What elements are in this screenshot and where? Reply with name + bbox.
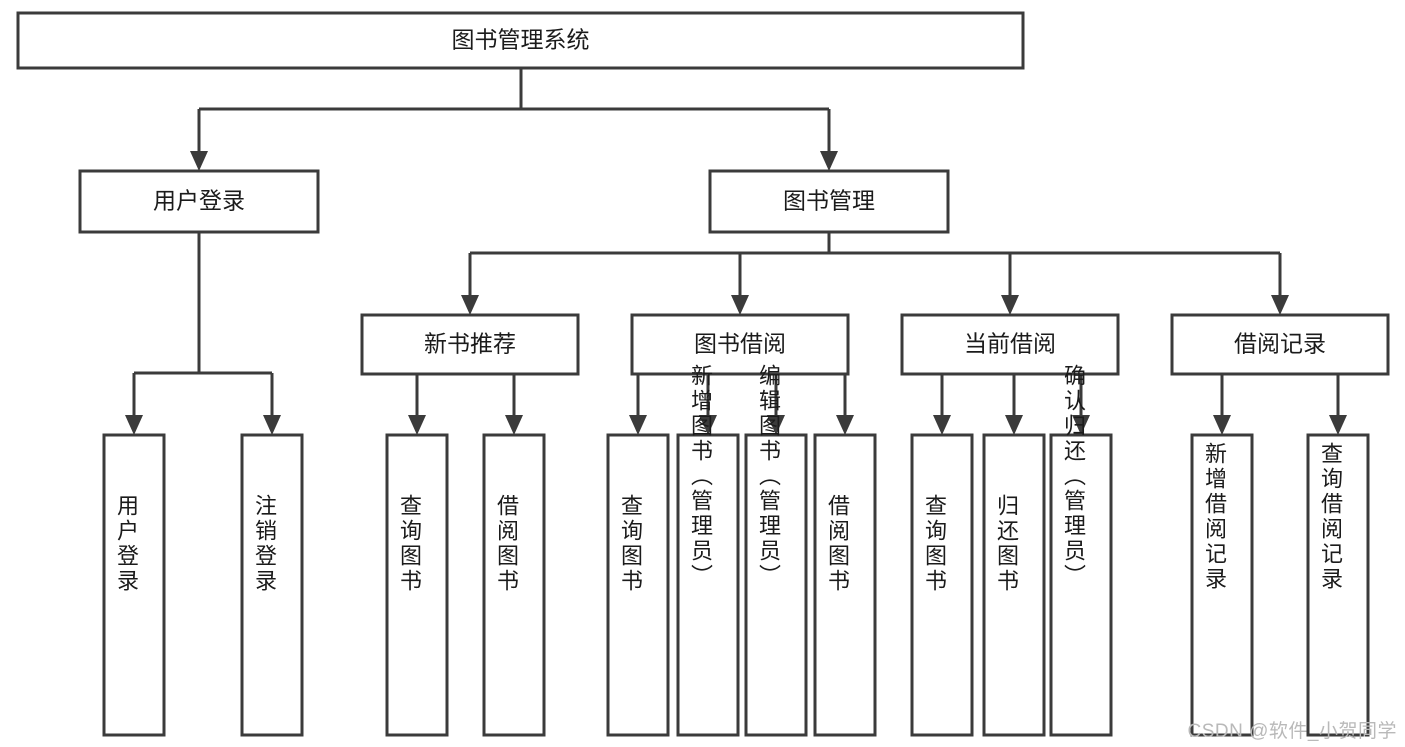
node-book-manage[interactable]: 图书管理: [708, 169, 950, 234]
node-box-leaf-query-book-current: [910, 433, 974, 737]
arrow-head-icon: [408, 415, 426, 435]
node-label-leaf-borrow-book-recommend: 借阅图书: [494, 494, 519, 594]
node-label-leaf-add-borrow-record: 新增借阅记录: [1202, 442, 1227, 592]
node-label-borrow-record: 借阅记录: [1234, 331, 1326, 357]
node-label-leaf-user-login: 用户登录: [114, 494, 139, 594]
node-label-new-book-recommend: 新书推荐: [424, 331, 516, 357]
node-box-leaf-return-book: [982, 433, 1046, 737]
node-root[interactable]: 图书管理系统: [16, 11, 1025, 70]
arrow-head-icon: [836, 415, 854, 435]
connector-group-user-login: [125, 232, 281, 435]
node-user-login[interactable]: 用户登录: [78, 169, 320, 234]
node-box-leaf-logout-login: [240, 433, 304, 737]
node-box-book-borrow: [630, 313, 850, 376]
node-leaf-borrow-book[interactable]: 借阅图书: [813, 433, 877, 737]
node-leaf-query-book-borrow[interactable]: 查询图书: [606, 433, 670, 737]
node-leaf-add-borrow-record[interactable]: 新增借阅记录: [1190, 433, 1254, 737]
node-leaf-borrow-book-recommend[interactable]: 借阅图书: [482, 433, 546, 737]
arrow-head-icon: [767, 415, 785, 435]
arrow-head-icon: [933, 415, 951, 435]
node-box-leaf-query-borrow-record: [1306, 433, 1370, 737]
arrow-head-icon: [731, 295, 749, 315]
node-label-user-login: 用户登录: [153, 188, 245, 214]
node-box-leaf-user-login: [102, 433, 166, 737]
connector-group-root: [190, 68, 838, 171]
connector-group-book-borrow: [629, 371, 854, 435]
node-label-leaf-query-book-current: 查询图书: [922, 494, 947, 594]
arrow-head-icon: [461, 295, 479, 315]
node-label-root: 图书管理系统: [452, 27, 590, 53]
node-box-current-borrow: [900, 313, 1120, 376]
arrow-head-icon: [1072, 415, 1090, 435]
arrow-head-icon: [125, 415, 143, 435]
node-label-book-manage: 图书管理: [783, 188, 875, 214]
node-label-leaf-query-book-borrow: 查询图书: [618, 494, 643, 594]
node-book-borrow[interactable]: 图书借阅: [630, 313, 850, 376]
node-label-leaf-return-book: 归还图书: [994, 494, 1019, 594]
node-borrow-record[interactable]: 借阅记录: [1170, 313, 1390, 376]
arrow-head-icon: [820, 151, 838, 171]
watermark-label: CSDN @软件_小贺同学: [1187, 721, 1397, 742]
node-leaf-confirm-return-admin[interactable]: 确认归还（管理员）: [1049, 364, 1113, 737]
node-box-leaf-edit-book-admin: [744, 433, 808, 737]
node-label-leaf-logout-login: 注销登录: [252, 494, 277, 594]
node-leaf-add-book-admin[interactable]: 新增图书（管理员）: [676, 364, 740, 737]
arrow-head-icon: [1005, 415, 1023, 435]
node-box-borrow-record: [1170, 313, 1390, 376]
arrow-head-icon: [629, 415, 647, 435]
node-current-borrow[interactable]: 当前借阅: [900, 313, 1120, 376]
node-box-leaf-borrow-book: [813, 433, 877, 737]
connector-layer: [125, 68, 1347, 435]
node-label-leaf-borrow-book: 借阅图书: [825, 494, 850, 594]
node-box-leaf-add-borrow-record: [1190, 433, 1254, 737]
arrow-head-icon: [1001, 295, 1019, 315]
node-leaf-logout-login[interactable]: 注销登录: [240, 433, 304, 737]
arrow-head-icon: [263, 415, 281, 435]
node-label-current-borrow: 当前借阅: [964, 331, 1056, 357]
node-leaf-query-book-current[interactable]: 查询图书: [910, 433, 974, 737]
node-label-leaf-edit-book-admin: 编辑图书（管理员）: [756, 364, 781, 589]
node-leaf-edit-book-admin[interactable]: 编辑图书（管理员）: [744, 364, 808, 737]
connector-group-book-manage: [461, 232, 1289, 315]
connector-group-new-book-recommend: [408, 371, 523, 435]
arrow-head-icon: [699, 415, 717, 435]
node-label-book-borrow: 图书借阅: [694, 331, 786, 357]
node-box-leaf-confirm-return-admin: [1049, 433, 1113, 737]
node-box-root: [16, 11, 1025, 70]
node-label-leaf-add-book-admin: 新增图书（管理员）: [688, 364, 713, 589]
node-box-leaf-query-book-borrow: [606, 433, 670, 737]
node-leaf-query-book-recommend[interactable]: 查询图书: [385, 433, 449, 737]
node-layer: 图书管理系统用户登录图书管理新书推荐图书借阅当前借阅借阅记录用户登录注销登录查询…: [16, 11, 1390, 737]
node-box-leaf-query-book-recommend: [385, 433, 449, 737]
node-box-leaf-add-book-admin: [676, 433, 740, 737]
node-label-leaf-confirm-return-admin: 确认归还（管理员）: [1061, 364, 1086, 589]
node-label-leaf-query-borrow-record: 查询借阅记录: [1318, 442, 1343, 592]
arrow-head-icon: [1213, 415, 1231, 435]
node-label-leaf-query-book-recommend: 查询图书: [397, 494, 422, 594]
arrow-head-icon: [1329, 415, 1347, 435]
arrow-head-icon: [505, 415, 523, 435]
node-new-book-recommend[interactable]: 新书推荐: [360, 313, 580, 376]
node-box-user-login: [78, 169, 320, 234]
node-leaf-user-login[interactable]: 用户登录: [102, 433, 166, 737]
node-box-leaf-borrow-book-recommend: [482, 433, 546, 737]
node-box-book-manage: [708, 169, 950, 234]
node-leaf-return-book[interactable]: 归还图书: [982, 433, 1046, 737]
node-leaf-query-borrow-record[interactable]: 查询借阅记录: [1306, 433, 1370, 737]
arrow-head-icon: [1271, 295, 1289, 315]
arrow-head-icon: [190, 151, 208, 171]
connector-group-borrow-record: [1213, 371, 1347, 435]
node-box-new-book-recommend: [360, 313, 580, 376]
